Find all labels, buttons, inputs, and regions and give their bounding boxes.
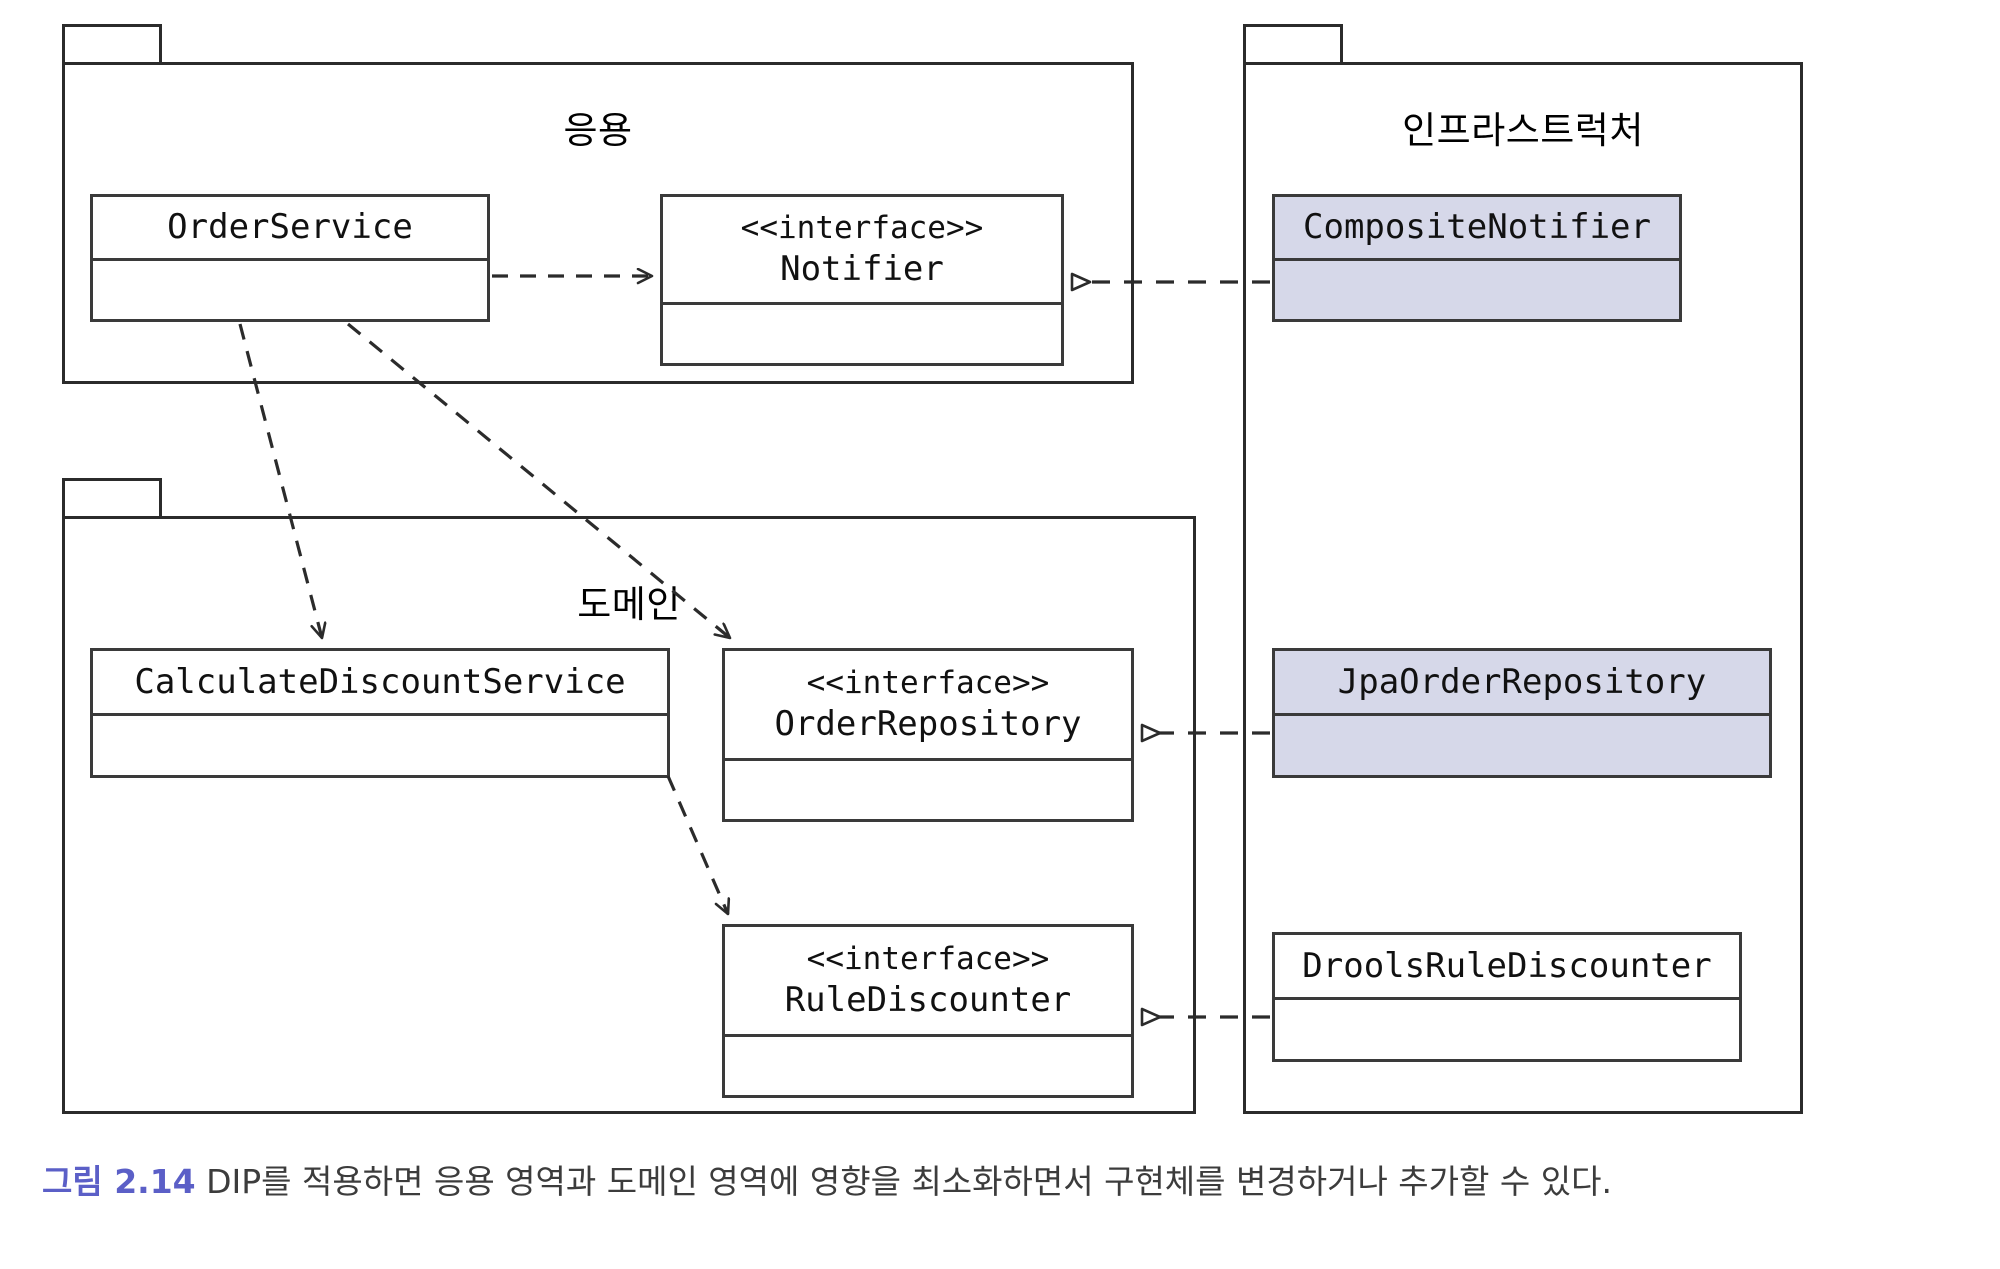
class-header-order-service: OrderService <box>93 197 487 261</box>
stereotype-rule-discounter: <<interface>> <box>806 941 1050 977</box>
class-attributes-jpa-order-repository <box>1275 716 1769 778</box>
package-application-title: 응용 <box>563 109 633 152</box>
class-attributes-calculate-discount-service <box>93 716 667 778</box>
stereotype-order-repository: <<interface>> <box>806 665 1050 701</box>
class-header-jpa-order-repository: JpaOrderRepository <box>1275 651 1769 716</box>
package-domain-tab <box>62 478 162 516</box>
package-domain-title: 도메인 <box>577 583 681 626</box>
class-box-order-service[interactable]: OrderService <box>90 194 490 322</box>
class-header-notifier: <<interface>> Notifier <box>663 197 1061 305</box>
class-box-jpa-order-repository[interactable]: JpaOrderRepository <box>1272 648 1772 778</box>
figure-caption: 그림 2.14 DIP를 적용하면 응용 영역과 도메인 영역에 영향을 최소화… <box>42 1160 1982 1204</box>
class-box-composite-notifier[interactable]: CompositeNotifier <box>1272 194 1682 322</box>
class-box-rule-discounter[interactable]: <<interface>> RuleDiscounter <box>722 924 1134 1098</box>
class-attributes-order-repository <box>725 761 1131 822</box>
class-attributes-drools-rule-discounter <box>1275 1000 1739 1062</box>
class-attributes-notifier <box>663 305 1061 366</box>
class-attributes-order-service <box>93 261 487 322</box>
class-name-drools-rule-discounter: DroolsRuleDiscounter <box>1302 945 1712 986</box>
stereotype-notifier: <<interface>> <box>740 210 984 246</box>
class-attributes-rule-discounter <box>725 1037 1131 1098</box>
class-header-calculate-discount-service: CalculateDiscountService <box>93 651 667 716</box>
class-header-composite-notifier: CompositeNotifier <box>1275 197 1679 261</box>
class-box-order-repository[interactable]: <<interface>> OrderRepository <box>722 648 1134 822</box>
package-application-tab <box>62 24 162 62</box>
class-name-order-service: OrderService <box>167 207 413 247</box>
class-header-order-repository: <<interface>> OrderRepository <box>725 651 1131 761</box>
figure-number: 그림 2.14 <box>42 1162 196 1201</box>
package-infrastructure-tab <box>1243 24 1343 62</box>
class-name-rule-discounter: RuleDiscounter <box>784 980 1072 1020</box>
package-infrastructure-title: 인프라스트럭처 <box>1402 109 1644 152</box>
class-box-calculate-discount-service[interactable]: CalculateDiscountService <box>90 648 670 778</box>
class-box-drools-rule-discounter[interactable]: DroolsRuleDiscounter <box>1272 932 1742 1062</box>
class-name-calculate-discount-service: CalculateDiscountService <box>134 661 626 702</box>
figure-caption-text: DIP를 적용하면 응용 영역과 도메인 영역에 영향을 최소화하면서 구현체를… <box>195 1162 1612 1201</box>
class-attributes-composite-notifier <box>1275 261 1679 322</box>
package-infrastructure: 인프라스트럭처 <box>1243 24 1803 1114</box>
class-name-order-repository: OrderRepository <box>774 704 1082 744</box>
class-header-rule-discounter: <<interface>> RuleDiscounter <box>725 927 1131 1037</box>
package-infrastructure-body <box>1243 62 1803 1114</box>
class-header-drools-rule-discounter: DroolsRuleDiscounter <box>1275 935 1739 1000</box>
class-name-jpa-order-repository: JpaOrderRepository <box>1337 661 1707 702</box>
class-name-composite-notifier: CompositeNotifier <box>1303 207 1651 247</box>
class-box-notifier[interactable]: <<interface>> Notifier <box>660 194 1064 366</box>
class-name-notifier: Notifier <box>780 249 944 289</box>
